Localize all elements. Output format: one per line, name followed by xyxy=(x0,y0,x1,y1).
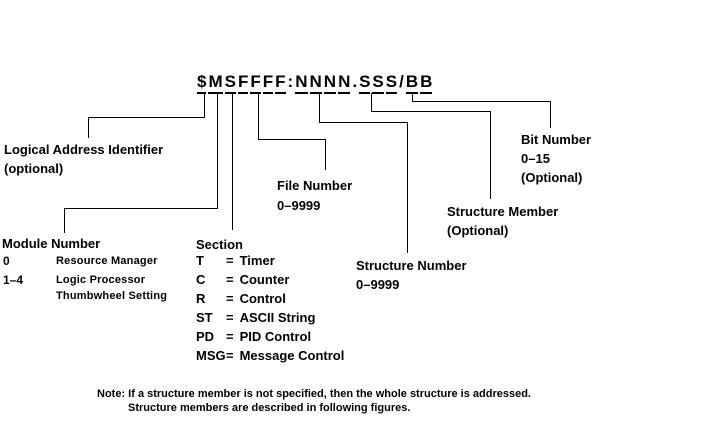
leader-line-file-drop xyxy=(258,93,259,140)
footnote: Note: If a structure member is not speci… xyxy=(97,387,531,415)
logical-address-line2: (optional) xyxy=(4,161,64,176)
leader-line-bit-drop xyxy=(412,93,413,102)
format-char: N xyxy=(295,72,308,94)
section-key: T xyxy=(196,253,204,268)
equals-sign: = xyxy=(226,348,234,363)
section-value: ASCII String xyxy=(239,310,316,325)
leader-line-structure-member-down xyxy=(490,111,491,199)
leader-line-dollar-down xyxy=(88,117,89,138)
logical-address-line1: Logical Address Identifier xyxy=(4,142,164,157)
leader-line-bit-horizontal xyxy=(412,101,551,102)
section-key: PD xyxy=(196,329,215,344)
module-row-desc: Thumbwheel Setting xyxy=(56,290,168,302)
structure-member-line1: Structure Member xyxy=(447,204,559,219)
format-char: $ xyxy=(197,72,207,94)
format-char: S xyxy=(224,72,236,94)
equals-sign: = xyxy=(226,253,234,268)
file-number-line1: File Number xyxy=(277,178,353,193)
section-row: MSG= Message Control xyxy=(196,348,344,363)
section-value: Control xyxy=(239,291,286,306)
section-value: Counter xyxy=(239,272,290,287)
bit-number-line1: Bit Number xyxy=(521,132,592,147)
format-char: . xyxy=(352,72,358,91)
structure-member-optional: (Optional) xyxy=(447,223,509,238)
module-row-key: 0 xyxy=(3,254,10,268)
bit-number-label: Bit Number 0–15 (Optional) xyxy=(521,130,591,187)
format-char: S xyxy=(385,72,398,94)
equals-sign: = xyxy=(226,329,234,344)
format-char: N xyxy=(338,72,351,94)
footnote-line1: Note: If a structure member is not speci… xyxy=(97,388,531,400)
leader-line-section-drop xyxy=(232,93,233,230)
leader-line-structure-number-down xyxy=(407,122,408,253)
leader-line-structure-member-horizontal xyxy=(371,111,491,112)
module-row-desc: Logic Processor xyxy=(56,274,146,286)
file-number-range: 0–9999 xyxy=(277,198,321,213)
footnote-line2: Structure members are described in follo… xyxy=(128,402,411,414)
file-number-label: File Number 0–9999 xyxy=(277,176,352,216)
section-value: Message Control xyxy=(239,348,345,363)
format-char: S xyxy=(372,72,384,94)
leader-line-module-down xyxy=(64,208,65,233)
leader-line-structure-member-drop xyxy=(371,93,372,112)
format-char: / xyxy=(399,72,404,91)
module-number-title: Module Number xyxy=(2,236,101,251)
format-char: F xyxy=(237,72,249,94)
structure-number-label: Structure Number 0–9999 xyxy=(356,256,467,294)
format-char: B xyxy=(405,72,419,94)
section-row: R = Control xyxy=(196,291,286,306)
section-key: ST xyxy=(196,310,213,325)
bit-number-optional: (Optional) xyxy=(521,170,583,185)
format-char: : xyxy=(287,72,294,91)
format-char: F xyxy=(275,72,286,94)
equals-sign: = xyxy=(226,272,234,287)
format-char: B xyxy=(420,72,433,94)
bit-number-range: 0–15 xyxy=(521,151,550,166)
section-title: Section xyxy=(196,237,243,252)
leader-line-module-horizontal xyxy=(64,208,218,209)
structure-number-line1: Structure Number xyxy=(356,258,467,273)
section-value: PID Control xyxy=(239,329,312,344)
section-key: C xyxy=(196,272,206,287)
section-key: MSG xyxy=(196,348,226,363)
module-row-desc: Resource Manager xyxy=(56,255,158,267)
module-row-key: 1–4 xyxy=(3,273,24,287)
structure-member-label: Structure Member (Optional) xyxy=(447,202,558,240)
section-row: PD = PID Control xyxy=(196,329,311,344)
section-value: Timer xyxy=(239,253,275,268)
format-char: F xyxy=(262,72,274,94)
format-char: N xyxy=(323,72,337,94)
leader-line-dollar-drop xyxy=(204,93,205,118)
leader-line-module-drop xyxy=(217,93,218,209)
format-char: N xyxy=(309,72,322,94)
format-char: F xyxy=(250,72,261,94)
logical-address-label: Logical Address Identifier (optional) xyxy=(4,140,163,178)
section-row: ST = ASCII String xyxy=(196,310,315,325)
section-row: C = Counter xyxy=(196,272,289,287)
equals-sign: = xyxy=(226,291,234,306)
structure-number-range: 0–9999 xyxy=(356,277,400,292)
section-key: R xyxy=(196,291,206,306)
leader-line-bit-down xyxy=(550,101,551,128)
section-row: T = Timer xyxy=(196,253,275,268)
equals-sign: = xyxy=(226,310,234,325)
leader-line-structure-number-horizontal xyxy=(319,122,408,123)
leader-line-structure-number-drop xyxy=(319,93,320,123)
leader-line-file-down xyxy=(325,139,326,170)
leader-line-file-horizontal xyxy=(258,139,326,140)
format-char: M xyxy=(208,72,223,94)
format-char: S xyxy=(359,72,371,94)
leader-line-dollar-horizontal xyxy=(88,117,205,118)
